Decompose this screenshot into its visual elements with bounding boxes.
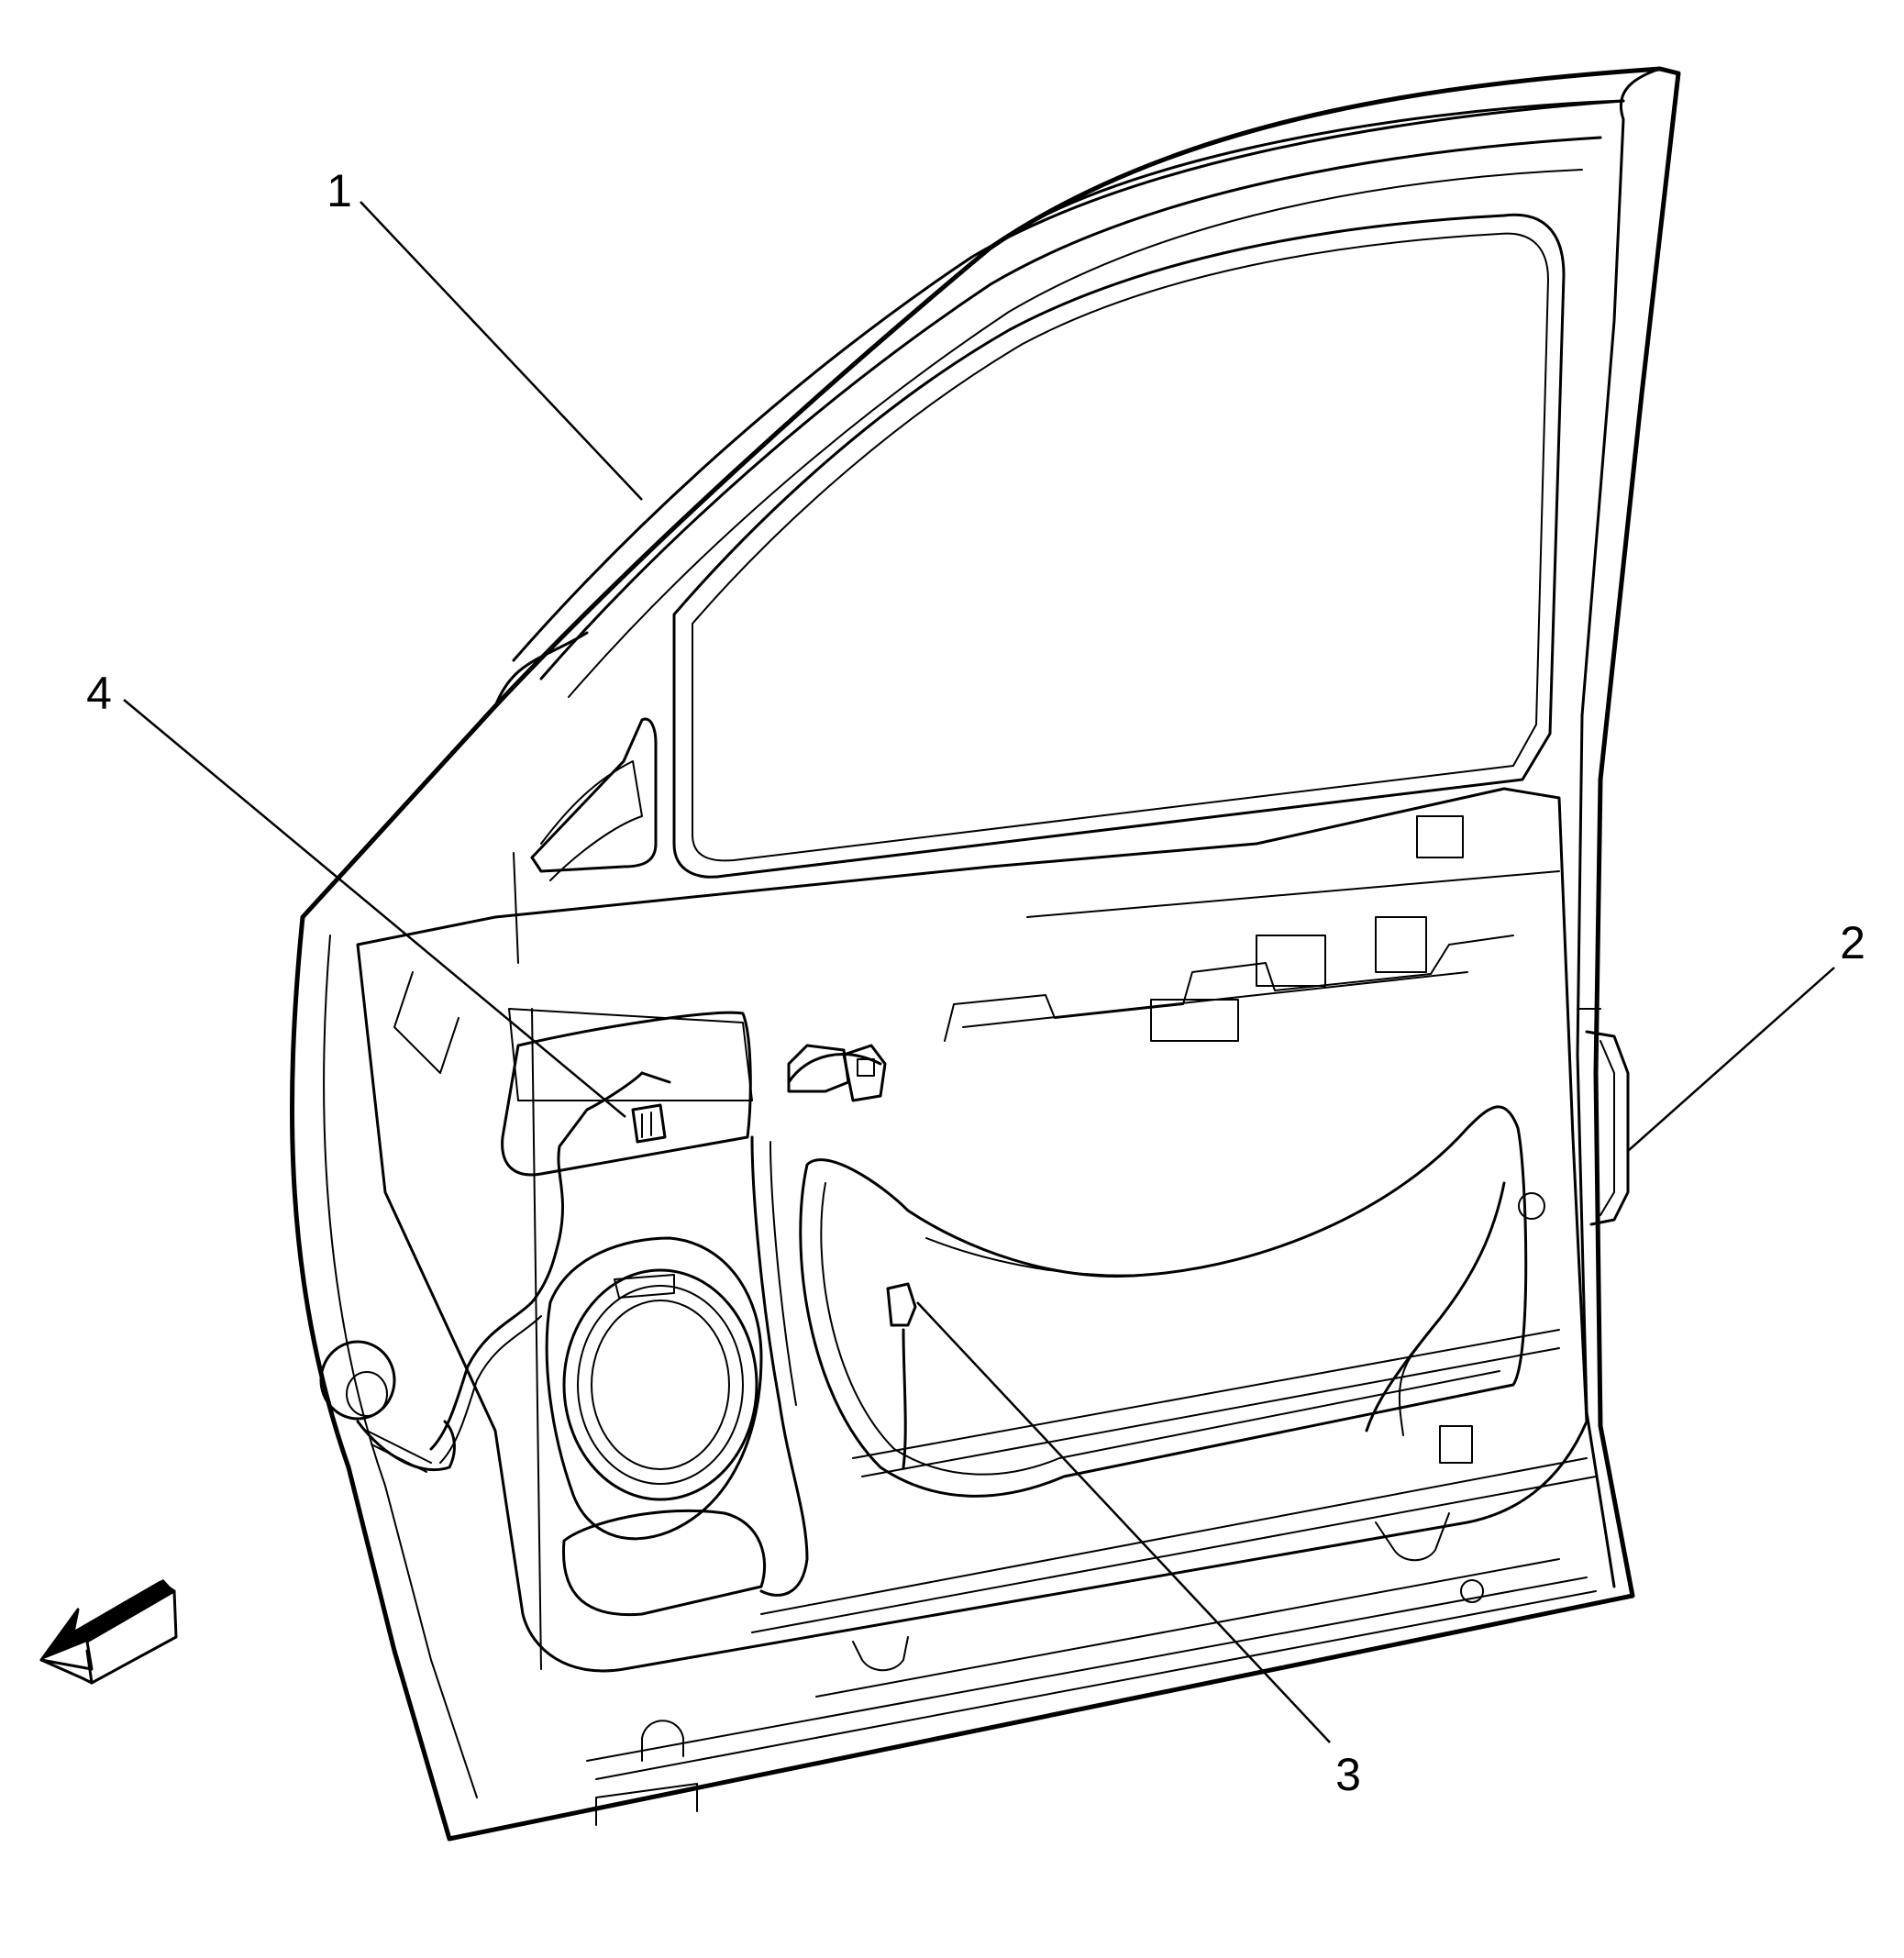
water-deflector [501,1011,752,1177]
callout-1: 1 [327,165,352,216]
leader-line-3 [916,1301,1331,1743]
forward-arrow-icon [39,1579,178,1685]
leader-line-4 [123,699,626,1118]
wiring-grommet [319,1340,456,1473]
leader-line-1 [360,201,643,501]
callout-2: 2 [1840,917,1865,968]
leader-lines [123,201,1835,1743]
door-outer-panel [290,66,1681,1842]
speaker [545,1236,767,1617]
connectors [631,1044,1545,1464]
window-frame [512,99,1625,879]
mirror-mount-patch [513,717,658,964]
callout-3: 3 [1335,1749,1361,1800]
callout-4: 4 [86,668,112,719]
inner-door-panel [356,760,1601,1826]
door-edge-seal [1585,1030,1630,1226]
callouts: 1 2 3 4 [86,165,1865,1800]
wire-harness [429,1053,1506,1597]
leader-line-2 [1627,967,1835,1152]
